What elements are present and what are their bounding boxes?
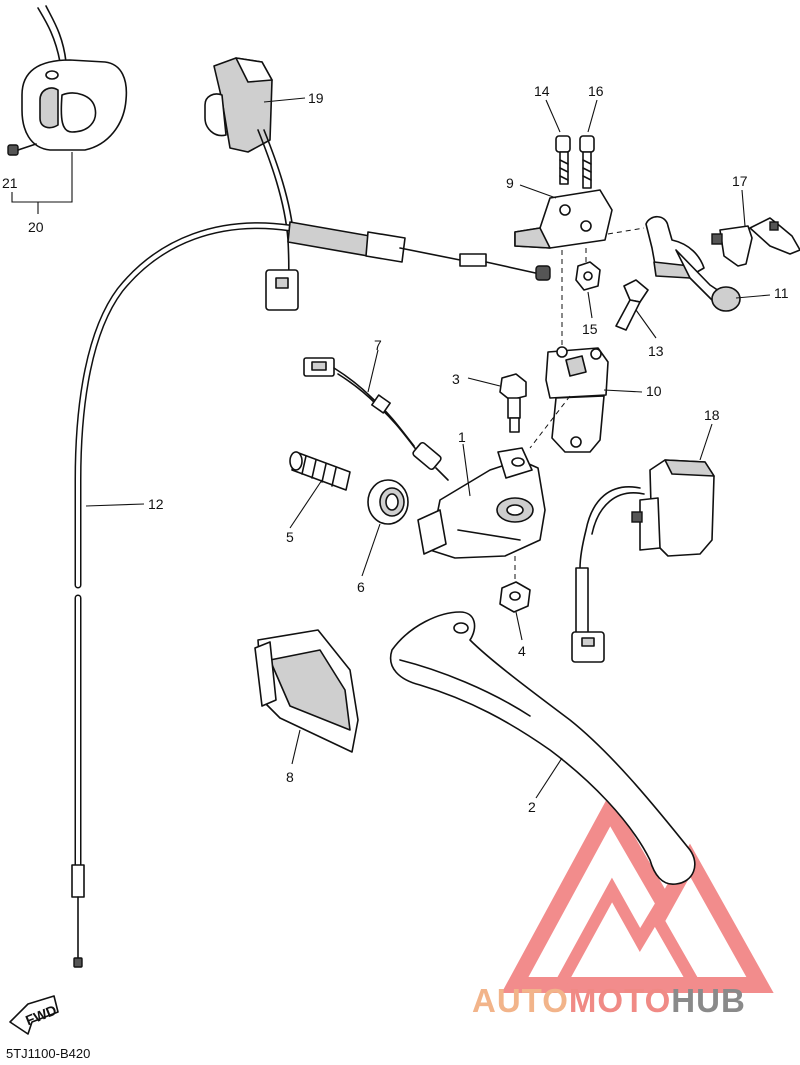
callout-6: 6 [357, 579, 365, 595]
callout-19: 19 [308, 90, 324, 106]
diagram-code: 5TJ1100-B420 [6, 1046, 91, 1061]
part-20-switch-housing [21, 5, 128, 151]
callout-18: 18 [704, 407, 720, 423]
callout-15: 15 [582, 321, 598, 337]
part-14-bolt [555, 135, 571, 185]
fwd-arrow-icon: FWD [9, 995, 59, 1035]
callout-21: 21 [2, 175, 18, 191]
callout-3: 3 [452, 371, 460, 387]
part-21-screw [7, 143, 37, 156]
part-13-bolt [615, 279, 649, 331]
callout-12: 12 [148, 496, 164, 512]
part-8-guard [254, 629, 359, 753]
part-5-adjuster [289, 451, 351, 491]
callout-10: 10 [646, 383, 662, 399]
callout-17: 17 [732, 173, 748, 189]
part-10-bracket [545, 346, 609, 453]
part-7-sensor [303, 357, 449, 481]
part-12-cable [71, 221, 551, 968]
callout-2: 2 [528, 799, 536, 815]
part-2-lever [389, 611, 696, 885]
callout-8: 8 [286, 769, 294, 785]
part-4-nut [499, 581, 531, 613]
part-6-locknut [367, 479, 409, 525]
watermark-hub: HUB [671, 982, 746, 1019]
part-19-switch [204, 57, 299, 311]
part-17-switch [607, 215, 800, 312]
callout-16: 16 [588, 83, 604, 99]
part-18-switch [571, 459, 715, 663]
callout-7: 7 [374, 337, 382, 353]
part-3-bolt [499, 373, 527, 433]
callout-14: 14 [534, 83, 550, 99]
part-16-bolt [579, 135, 595, 189]
part-9-clamp [514, 189, 613, 249]
part-1-lever-bracket [417, 447, 546, 559]
callout-20: 20 [28, 219, 44, 235]
callout-13: 13 [648, 343, 664, 359]
watermark-text: AUTOMOTOHUB [472, 982, 746, 1020]
watermark-moto: MOTO [568, 982, 672, 1019]
callout-9: 9 [506, 175, 514, 191]
part-15-nut [575, 261, 601, 291]
callout-5: 5 [286, 529, 294, 545]
callout-4: 4 [518, 643, 526, 659]
watermark-auto: AUTO [472, 982, 569, 1019]
callout-1: 1 [458, 429, 466, 445]
callout-11: 11 [774, 285, 789, 301]
